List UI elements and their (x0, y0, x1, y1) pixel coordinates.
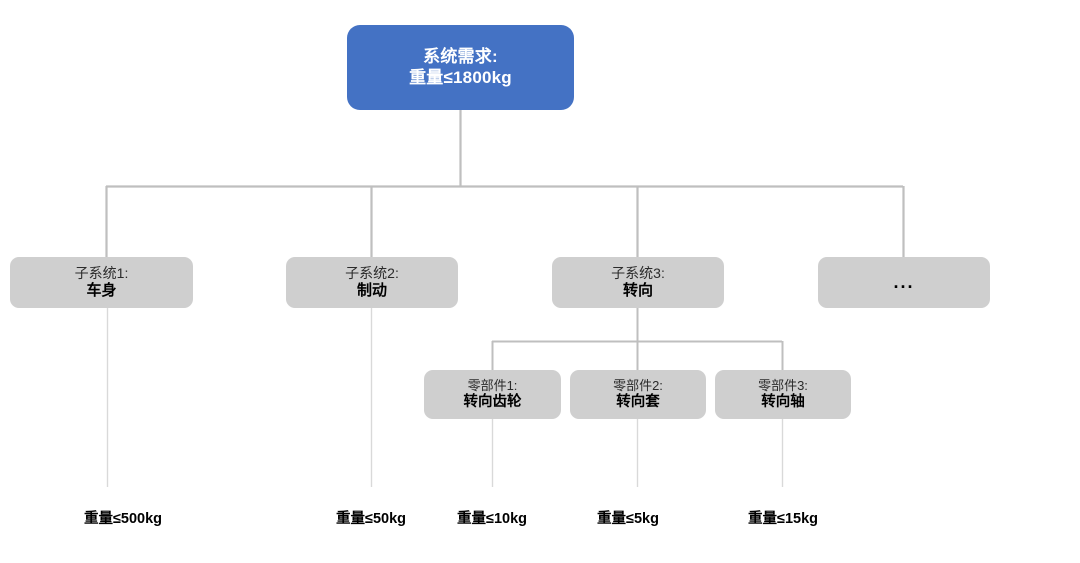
node-component-3[interactable]: 零部件3: 转向轴 (715, 370, 851, 419)
node-component-1[interactable]: 零部件1: 转向齿轮 (424, 370, 561, 419)
node-subsystem-2[interactable]: 子系统2: 制动 (286, 257, 458, 308)
node-subsystem-3[interactable]: 子系统3: 转向 (552, 257, 724, 308)
constraint-label-component-3: 重量≤15kg (747, 511, 819, 527)
node-component-2-name: 转向套 (616, 393, 660, 410)
node-subsystem-3-name: 转向 (622, 281, 653, 299)
node-subsystem-more[interactable]: ... (818, 257, 990, 308)
node-component-3-name: 转向轴 (761, 393, 805, 410)
node-subsystem-1-name: 车身 (86, 281, 117, 299)
node-component-1-name: 转向齿轮 (463, 393, 522, 410)
node-subsystem-2-name: 制动 (356, 281, 387, 299)
node-system-requirement-label: 系统需求: (423, 46, 498, 66)
node-component-2-label: 零部件2: (613, 377, 663, 393)
node-subsystem-2-label: 子系统2: (345, 264, 399, 281)
constraint-label-component-2: 重量≤5kg (597, 511, 659, 527)
node-system-requirement-value: 重量≤1800kg (409, 67, 512, 87)
node-component-3-label: 零部件3: (758, 377, 808, 393)
node-component-1-label: 零部件1: (467, 377, 518, 393)
node-subsystem-1[interactable]: 子系统1: 车身 (10, 257, 193, 308)
constraint-label-subsystem-1: 重量≤500kg (83, 511, 163, 527)
node-component-2[interactable]: 零部件2: 转向套 (570, 370, 706, 419)
constraint-label-component-1: 重量≤10kg (456, 511, 528, 527)
node-subsystem-more-label: ... (893, 271, 915, 292)
constraint-label-subsystem-2: 重量≤50kg (335, 511, 407, 527)
node-system-requirement[interactable]: 系统需求: 重量≤1800kg (347, 25, 574, 110)
node-subsystem-3-label: 子系统3: (611, 264, 665, 281)
node-subsystem-1-label: 子系统1: (74, 264, 129, 281)
